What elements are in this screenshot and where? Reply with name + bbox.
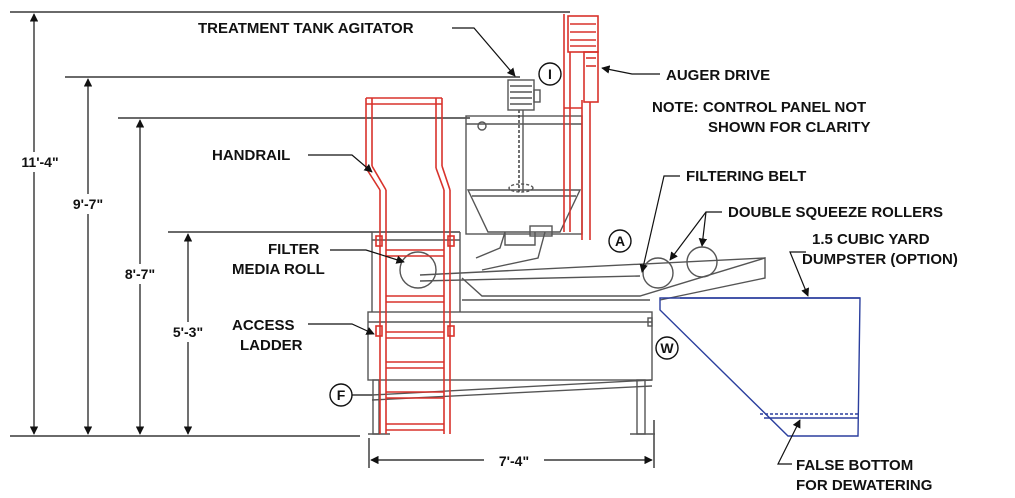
callout-f: F: [329, 383, 353, 407]
label-filter-media-2: MEDIA ROLL: [232, 261, 325, 278]
dimension-height-2: 9'-7": [73, 196, 103, 212]
label-note-line1: NOTE: CONTROL PANEL NOT: [652, 99, 866, 116]
label-access-2: LADDER: [240, 337, 303, 354]
callout-i: I: [538, 62, 562, 86]
auger-assembly: [563, 14, 599, 240]
ladder-and-handrail: [365, 97, 455, 434]
leader-lines: [308, 27, 810, 465]
dimension-overall-height: 11'-4": [21, 154, 58, 170]
dimension-length: 7'-4": [499, 453, 529, 469]
label-false-bottom-2: FOR DEWATERING: [796, 477, 932, 494]
svg-text:W: W: [660, 340, 674, 356]
machine-frame: [367, 79, 766, 435]
dim-bg: [484, 451, 544, 471]
dim-bg: [114, 264, 166, 284]
dimension-height-4: 5'-3": [173, 324, 203, 340]
dumpster: [659, 297, 861, 437]
label-dumpster-1: 1.5 CUBIC YARD: [812, 231, 930, 248]
callout-a: A: [608, 229, 632, 253]
svg-text:I: I: [548, 66, 552, 82]
dim-bg: [8, 152, 72, 172]
label-false-bottom-1: FALSE BOTTOM: [796, 457, 913, 474]
label-note-line2: SHOWN FOR CLARITY: [708, 119, 871, 136]
label-handrail: HANDRAIL: [212, 147, 290, 164]
label-squeeze-rollers: DOUBLE SQUEEZE ROLLERS: [728, 204, 943, 221]
label-agitator: TREATMENT TANK AGITATOR: [198, 20, 414, 37]
dim-bg: [62, 194, 114, 214]
label-filter-media-1: FILTER: [268, 241, 320, 258]
svg-text:F: F: [337, 387, 346, 403]
dimension-lines: [10, 11, 655, 468]
label-dumpster-2: DUMPSTER (OPTION): [802, 251, 958, 268]
label-access-1: ACCESS: [232, 317, 295, 334]
label-auger-drive: AUGER DRIVE: [666, 67, 770, 84]
callout-w: W: [655, 336, 679, 360]
svg-text:A: A: [615, 233, 625, 249]
dim-bg: [162, 322, 214, 342]
dimension-height-3: 8'-7": [125, 266, 155, 282]
label-filtering-belt: FILTERING BELT: [686, 168, 806, 185]
